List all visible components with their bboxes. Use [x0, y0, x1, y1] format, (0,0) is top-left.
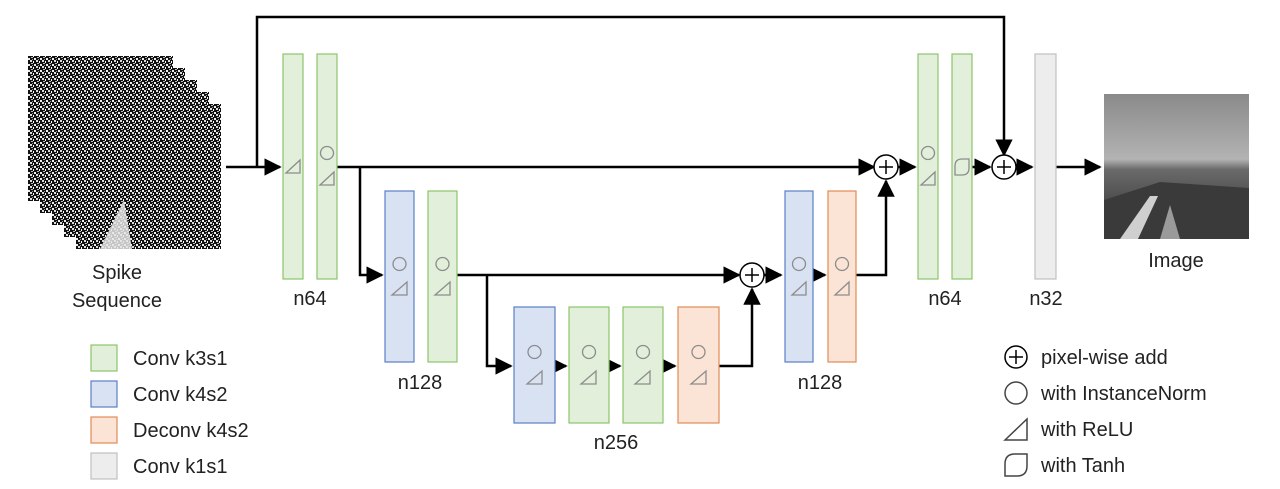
- relu-triangle-icon: [790, 280, 807, 296]
- relu-triangle-icon: [433, 280, 451, 296]
- legend-label-conv-k3s1: Conv k3s1: [133, 348, 228, 370]
- plus-icon: [745, 268, 759, 282]
- block-final: [1034, 53, 1057, 280]
- block-dec1-b: [951, 53, 973, 280]
- plus-circle-icon: [1004, 345, 1028, 369]
- stage-label-dec2: n128: [798, 372, 843, 394]
- instancenorm-circle-icon: [392, 256, 407, 272]
- legend-swatch-conv-k3s1: [90, 344, 118, 372]
- triangle-icon: [1003, 417, 1028, 441]
- instancenorm-circle-icon: [527, 344, 542, 360]
- legend-swatch-conv-k4s2: [90, 380, 118, 408]
- legend-label-conv-k1s1: Conv k1s1: [133, 456, 228, 478]
- plus-icon: [997, 160, 1011, 174]
- stage-label-bottleneck: n256: [594, 432, 639, 454]
- legend-operations: pixel-wise add with InstanceNorm with Re…: [1003, 345, 1207, 477]
- relu-triangle-icon: [525, 369, 543, 385]
- add-node-1: [873, 154, 899, 180]
- relu-triangle-icon: [689, 369, 707, 385]
- legend-label-conv-k4s2: Conv k4s2: [133, 384, 228, 406]
- add-node-2: [739, 262, 765, 288]
- instancenorm-circle-icon: [791, 256, 807, 272]
- legend-label-tanh: with Tanh: [1040, 455, 1125, 477]
- legend-label-add: pixel-wise add: [1041, 347, 1168, 369]
- block-bottleneck-b: [568, 306, 610, 424]
- stage-label-enc1: n64: [293, 288, 326, 310]
- instancenorm-circle-icon: [920, 145, 936, 161]
- block-enc1-b: [316, 53, 338, 280]
- connections: [226, 15, 1102, 375]
- block-enc2-b: [427, 190, 458, 363]
- output-image: [1104, 94, 1249, 239]
- legend-layer-types: Conv k3s1 Conv k4s2 Deconv k4s2 Conv k1s…: [90, 344, 249, 480]
- relu-triangle-icon: [833, 280, 850, 296]
- plus-icon: [879, 160, 893, 174]
- add-node-3: [991, 154, 1017, 180]
- block-dec2-b: [827, 190, 857, 363]
- block-enc1-a: [282, 53, 304, 280]
- circle-icon: [1004, 381, 1028, 405]
- stage-label-enc2: n128: [398, 372, 443, 394]
- relu-triangle-icon: [318, 170, 335, 186]
- relu-triangle-icon: [390, 280, 408, 296]
- block-bottleneck-d: [677, 306, 720, 424]
- tanh-icon: [1004, 453, 1028, 477]
- relu-triangle-icon: [919, 170, 936, 186]
- instancenorm-circle-icon: [435, 256, 450, 272]
- block-enc2-a: [384, 190, 415, 363]
- legend-swatch-deconv-k4s2: [90, 416, 118, 444]
- input-label-line1: Spike: [92, 262, 142, 284]
- instancenorm-circle-icon: [319, 145, 335, 161]
- input-label-line2: Sequence: [72, 290, 162, 312]
- instancenorm-circle-icon: [691, 344, 706, 360]
- block-bottleneck-a: [513, 306, 556, 424]
- legend-label-relu: with ReLU: [1040, 419, 1133, 441]
- instancenorm-circle-icon: [834, 256, 850, 272]
- tanh-icon: [954, 158, 970, 176]
- instancenorm-circle-icon: [635, 344, 651, 360]
- legend-label-deconv-k4s2: Deconv k4s2: [133, 420, 249, 442]
- relu-triangle-icon: [284, 158, 301, 174]
- relu-triangle-icon: [633, 369, 651, 385]
- output-label: Image: [1148, 250, 1204, 272]
- block-dec2-a: [784, 190, 814, 363]
- stage-label-dec1: n64: [928, 288, 961, 310]
- spike-sequence-stack: [28, 56, 221, 249]
- relu-triangle-icon: [579, 369, 597, 385]
- legend-swatch-conv-k1s1: [90, 452, 118, 480]
- stage-label-final: n32: [1029, 288, 1062, 310]
- block-dec1-a: [917, 53, 939, 280]
- instancenorm-circle-icon: [581, 344, 597, 360]
- legend-label-instancenorm: with InstanceNorm: [1040, 383, 1207, 405]
- block-bottleneck-c: [622, 306, 664, 424]
